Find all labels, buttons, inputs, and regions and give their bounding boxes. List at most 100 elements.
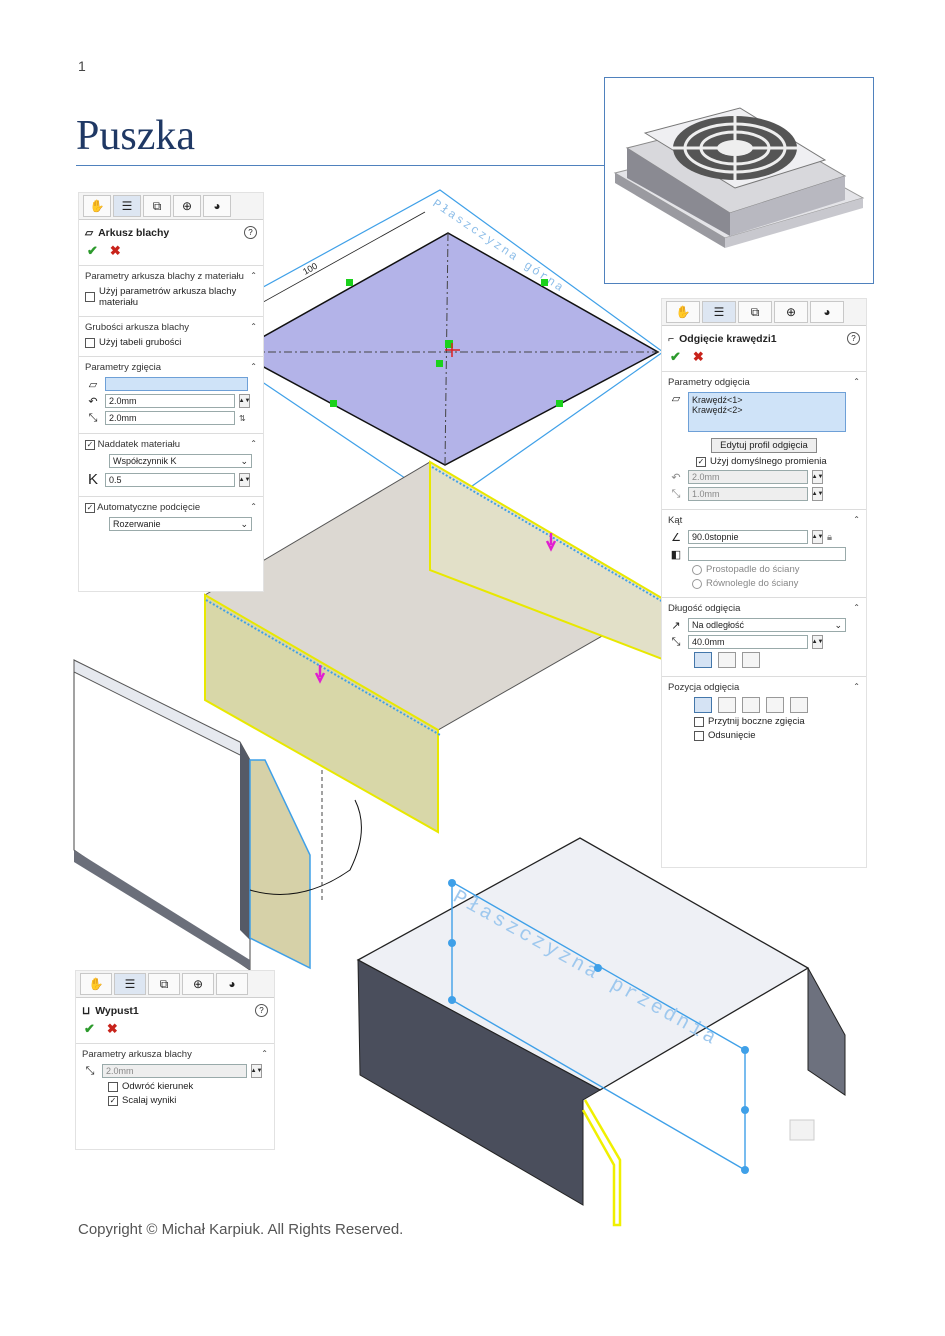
length-type-select[interactable]: Na odległość⌄ (688, 618, 846, 632)
virtual-sharp-icon[interactable] (766, 697, 784, 713)
property-manager-icon[interactable]: ☰ (702, 301, 736, 323)
auto-relief-checkbox[interactable]: ✓ (85, 502, 95, 513)
thickness-input[interactable]: 2.0mm (105, 411, 235, 425)
cancel-icon[interactable]: ✖ (692, 349, 704, 364)
chevron-up-icon[interactable]: ⌃ (853, 515, 860, 524)
chevron-up-icon[interactable]: ⌃ (853, 377, 860, 386)
section-header: Pozycja odgięcia (668, 682, 740, 693)
length-input[interactable]: 40.0mm (688, 635, 808, 649)
spin-button[interactable]: ▲▼ (239, 394, 250, 408)
trim-side-bends-checkbox[interactable] (694, 716, 704, 727)
configuration-manager-icon[interactable]: ⧉ (143, 195, 171, 217)
relief-type-select[interactable]: Rozerwanie⌄ (109, 517, 252, 531)
help-icon[interactable]: ? (244, 226, 257, 239)
radio-label: Prostopadle do ściany (706, 564, 800, 575)
ok-icon[interactable]: ✔ (87, 243, 98, 258)
ok-icon[interactable]: ✔ (670, 349, 681, 364)
bend-radius-icon: ↶ (671, 471, 681, 484)
chevron-up-icon[interactable]: ⌃ (250, 271, 257, 280)
edge-flange-icon: ⌐ (668, 332, 675, 345)
spin-button[interactable]: ▲▼ (812, 470, 823, 484)
dimxpert-icon[interactable]: ⊕ (173, 195, 201, 217)
help-icon[interactable]: ? (847, 332, 860, 345)
reverse-direction-checkbox[interactable] (108, 1081, 118, 1092)
bend-radius-input[interactable]: 2.0mm (688, 470, 808, 484)
parallel-radio[interactable] (692, 578, 702, 589)
allowance-type-select[interactable]: Współczynnik K ⌄ (109, 454, 252, 468)
feature-manager-icon[interactable]: ✋ (80, 973, 112, 995)
gap-distance-icon: ⤡ (671, 487, 681, 500)
material-params-checkbox[interactable] (85, 292, 95, 302)
cancel-icon[interactable]: ✖ (106, 1021, 118, 1036)
tab-feature-panel: ✋ ☰ ⧉ ⊕ ◕ ⊔Wypust1? ✔✖ Parametry arkusza… (75, 970, 275, 1150)
configuration-manager-icon[interactable]: ⧉ (738, 301, 772, 323)
chevron-up-icon[interactable]: ⌃ (250, 362, 257, 371)
merge-result-checkbox[interactable]: ✓ (108, 1095, 118, 1106)
gauge-table-checkbox[interactable] (85, 337, 95, 348)
outer-virtual-sharp-icon[interactable] (694, 652, 712, 668)
dimxpert-icon[interactable]: ⊕ (182, 973, 214, 995)
perpendicular-radio[interactable] (692, 564, 702, 575)
bend-outside-icon[interactable] (742, 697, 760, 713)
section-header: Parametry zgięcia (85, 362, 162, 373)
spin-button[interactable]: ▲▼ (812, 635, 823, 649)
thickness-input[interactable]: 2.0mm (102, 1064, 247, 1078)
dimxpert-icon[interactable]: ⊕ (774, 301, 808, 323)
sheet-metal-icon: ▱ (85, 226, 94, 239)
appearance-icon[interactable]: ◕ (216, 973, 248, 995)
allowance-checkbox[interactable]: ✓ (85, 439, 95, 450)
edge-selection-list[interactable]: Krawędź<1> Krawędź<2> (688, 392, 846, 432)
bend-radius-input[interactable]: 2.0mm (105, 394, 235, 408)
tangent-to-bend-icon[interactable] (790, 697, 808, 713)
appearance-icon[interactable]: ◕ (203, 195, 231, 217)
tangent-bend-icon[interactable] (742, 652, 760, 668)
configuration-manager-icon[interactable]: ⧉ (148, 973, 180, 995)
relation-marker (346, 279, 353, 286)
reference-face-box[interactable] (688, 547, 846, 561)
inner-virtual-sharp-icon[interactable] (718, 652, 736, 668)
gap-distance-input[interactable]: 1.0mm (688, 487, 808, 501)
reverse-direction-icon[interactable]: ↗ (671, 619, 681, 632)
cancel-icon[interactable]: ✖ (109, 243, 121, 258)
title-underline (76, 165, 606, 166)
offset-checkbox[interactable] (694, 730, 704, 741)
ok-icon[interactable]: ✔ (84, 1021, 95, 1036)
list-item[interactable]: Krawędź<2> (692, 405, 743, 415)
property-manager-icon[interactable]: ☰ (113, 195, 141, 217)
face-selection-box[interactable] (105, 377, 248, 391)
checkbox-label: Przytnij boczne zgięcia (708, 716, 805, 727)
chevron-down-icon: ⌄ (240, 455, 248, 466)
checkbox-label: Odsunięcie (708, 730, 756, 741)
reverse-direction-icon[interactable]: ⇅ (239, 413, 246, 423)
sheet-metal-panel: ✋ ☰ ⧉ ⊕ ◕ ▱Arkusz blachy? ✔✖ Parametry a… (78, 192, 264, 592)
select-value: Współczynnik K (113, 456, 177, 466)
chevron-up-icon[interactable]: ⌃ (853, 682, 860, 691)
property-manager-icon[interactable]: ☰ (114, 973, 146, 995)
chevron-up-icon[interactable]: ⌃ (250, 439, 257, 448)
spin-button[interactable]: ▲▼ (251, 1064, 262, 1078)
chevron-up-icon[interactable]: ⌃ (853, 603, 860, 612)
chevron-up-icon[interactable]: ⌃ (250, 322, 257, 331)
chevron-up-icon[interactable]: ⌃ (250, 502, 257, 511)
help-icon[interactable]: ? (255, 1004, 268, 1017)
spin-button[interactable]: ▲▼ (812, 487, 823, 501)
spin-button[interactable]: ▲▼ (812, 530, 823, 544)
lock-icon[interactable]: 🔒︎ (827, 531, 833, 543)
relation-marker (541, 279, 548, 286)
thickness-icon: ⤡ (85, 1064, 95, 1077)
section-header: Grubości arkusza blachy (85, 322, 190, 333)
list-item[interactable]: Krawędź<1> (692, 395, 743, 405)
material-outside-icon[interactable] (718, 697, 736, 713)
feature-manager-icon[interactable]: ✋ (83, 195, 111, 217)
edit-profile-button[interactable]: Edytuj profil odgięcia (711, 438, 817, 453)
angle-input[interactable]: 90.0stopnie (688, 530, 808, 544)
feature-manager-icon[interactable]: ✋ (666, 301, 700, 323)
chevron-up-icon[interactable]: ⌃ (261, 1049, 268, 1058)
appearance-icon[interactable]: ◕ (810, 301, 844, 323)
spin-button[interactable]: ▲▼ (239, 472, 250, 487)
section-header: Kąt (668, 515, 683, 526)
k-factor-input[interactable]: 0.5 (105, 472, 235, 487)
material-inside-icon[interactable] (694, 697, 712, 713)
default-radius-checkbox[interactable]: ✓ (696, 456, 706, 467)
relation-marker (556, 400, 563, 407)
